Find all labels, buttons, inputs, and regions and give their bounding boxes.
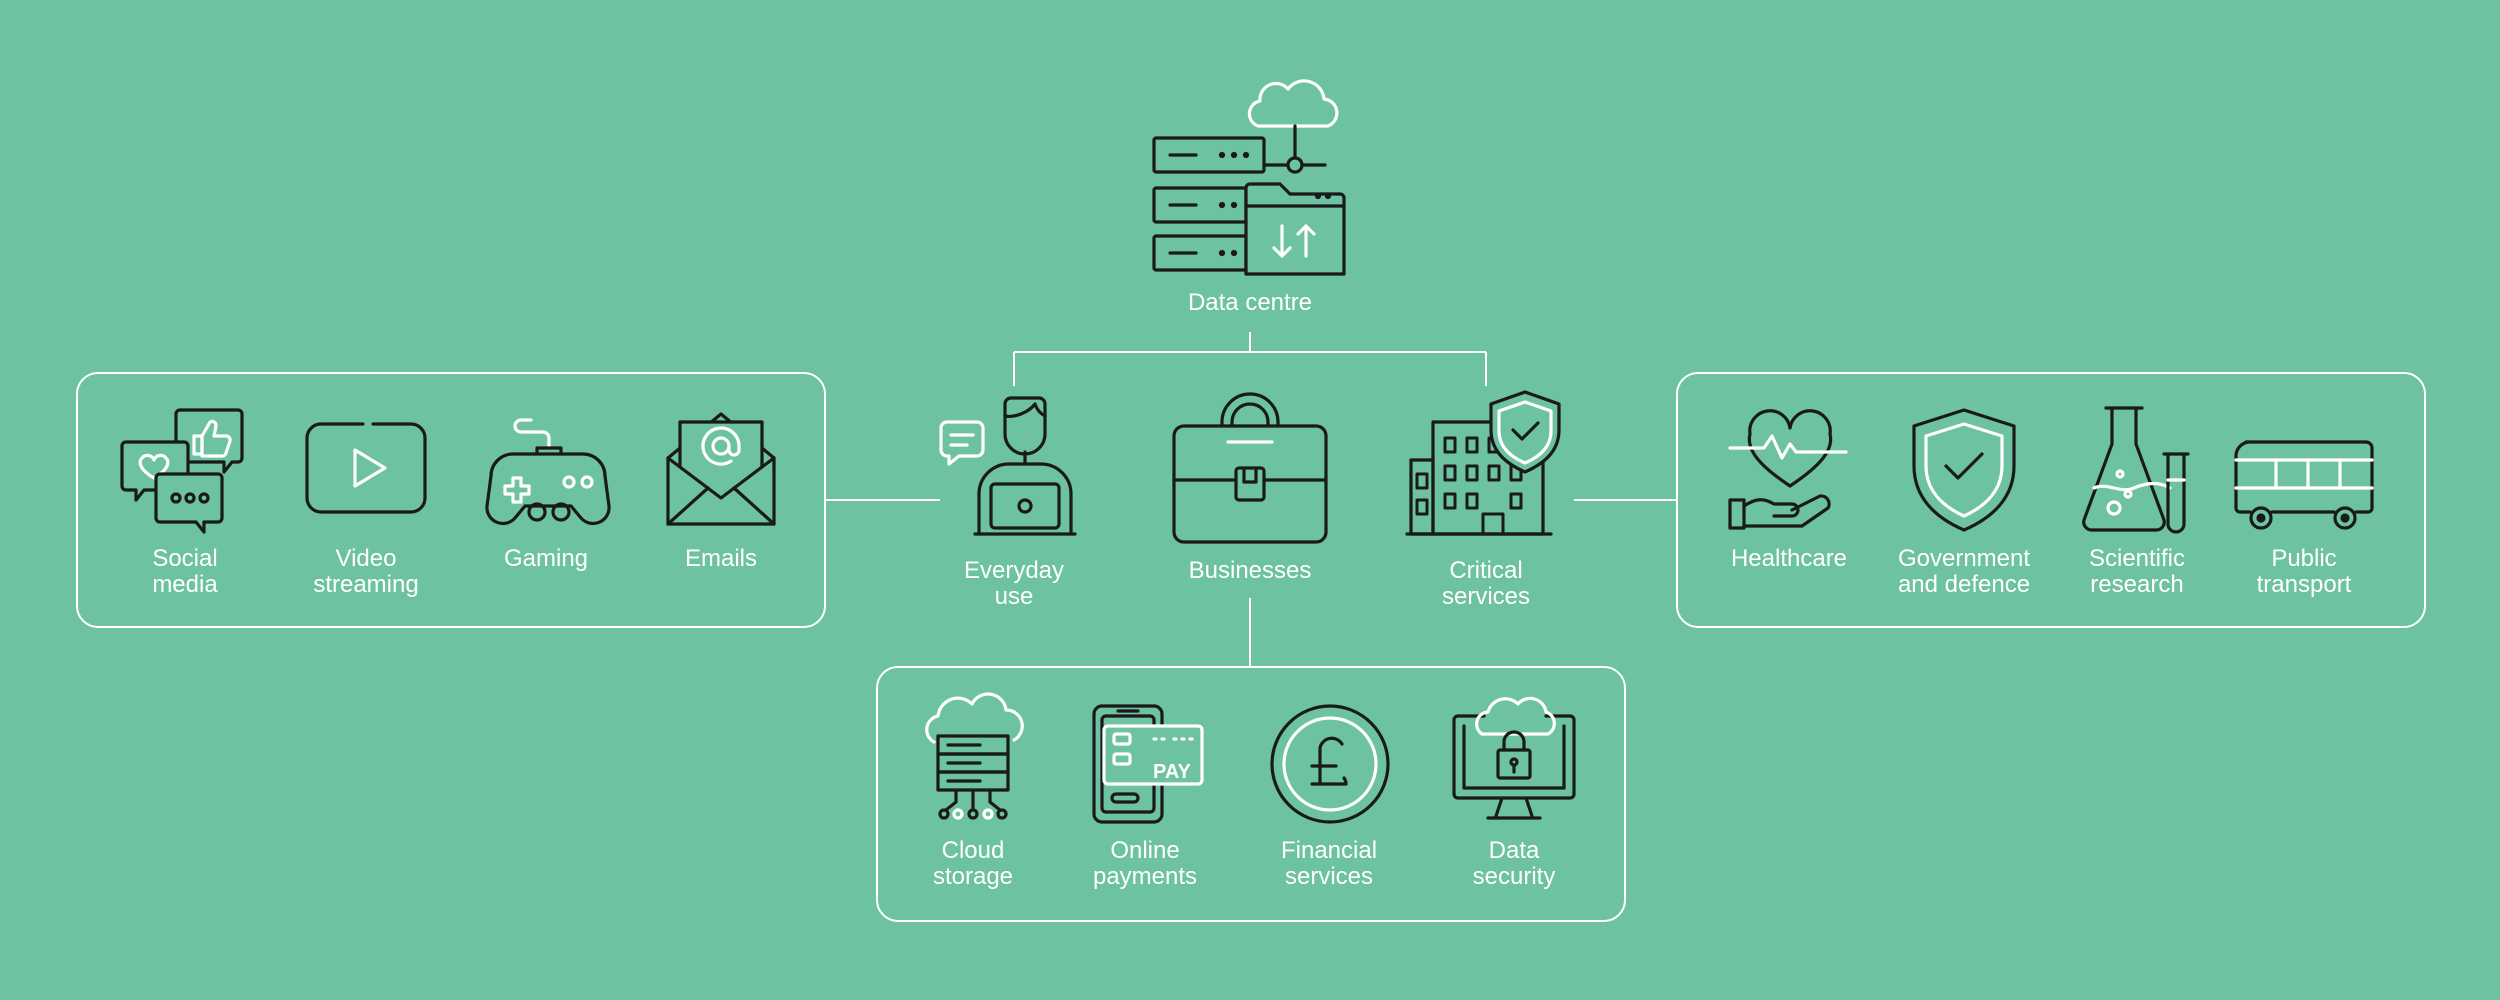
game-controller-icon [485, 418, 611, 526]
heart-hand-icon [1728, 409, 1848, 530]
pound-coin-icon [1270, 704, 1390, 824]
business-group-box [876, 666, 1626, 922]
critical-group-box [1676, 372, 2426, 628]
everyday-group-box [76, 372, 826, 628]
monitor-lock-icon [1452, 696, 1576, 820]
shield-check-icon [1912, 408, 2016, 532]
social-media-icon [120, 408, 244, 534]
data-security-label: Data security [1472, 837, 1556, 890]
emails-label: Emails [684, 545, 758, 572]
cloud-storage-icon [925, 692, 1024, 820]
email-icon [666, 412, 776, 526]
video-streaming-label: Video streaming [313, 545, 419, 598]
online-payments-label: Online payments [1092, 837, 1198, 890]
building-shield-icon [1405, 390, 1561, 536]
data-centre-icon [1152, 79, 1346, 276]
person-laptop-icon [939, 396, 1077, 536]
phone-pay-icon: PAY [1092, 704, 1204, 824]
healthcare-label: Healthcare [1730, 545, 1848, 572]
briefcase-icon [1172, 392, 1328, 544]
cloud-storage-label: Cloud storage [932, 837, 1014, 890]
flask-icon [2082, 406, 2190, 534]
video-play-icon [305, 422, 427, 514]
social-media-label: Social media [152, 545, 218, 598]
critical-services-label: Critical services [1441, 557, 1531, 610]
businesses-label: Businesses [1188, 557, 1312, 584]
everyday-use-label: Everyday use [963, 557, 1065, 610]
data-centre-label: Data centre [1187, 289, 1313, 316]
financial-services-label: Financial services [1280, 837, 1378, 890]
government-defence-label: Government and defence [1897, 545, 2031, 598]
public-transport-label: Public transport [2256, 545, 2352, 598]
svg-text:PAY: PAY [1153, 761, 1191, 783]
gaming-label: Gaming [503, 545, 589, 572]
scientific-research-label: Scientific research [2088, 545, 2186, 598]
bus-icon [2234, 440, 2374, 530]
